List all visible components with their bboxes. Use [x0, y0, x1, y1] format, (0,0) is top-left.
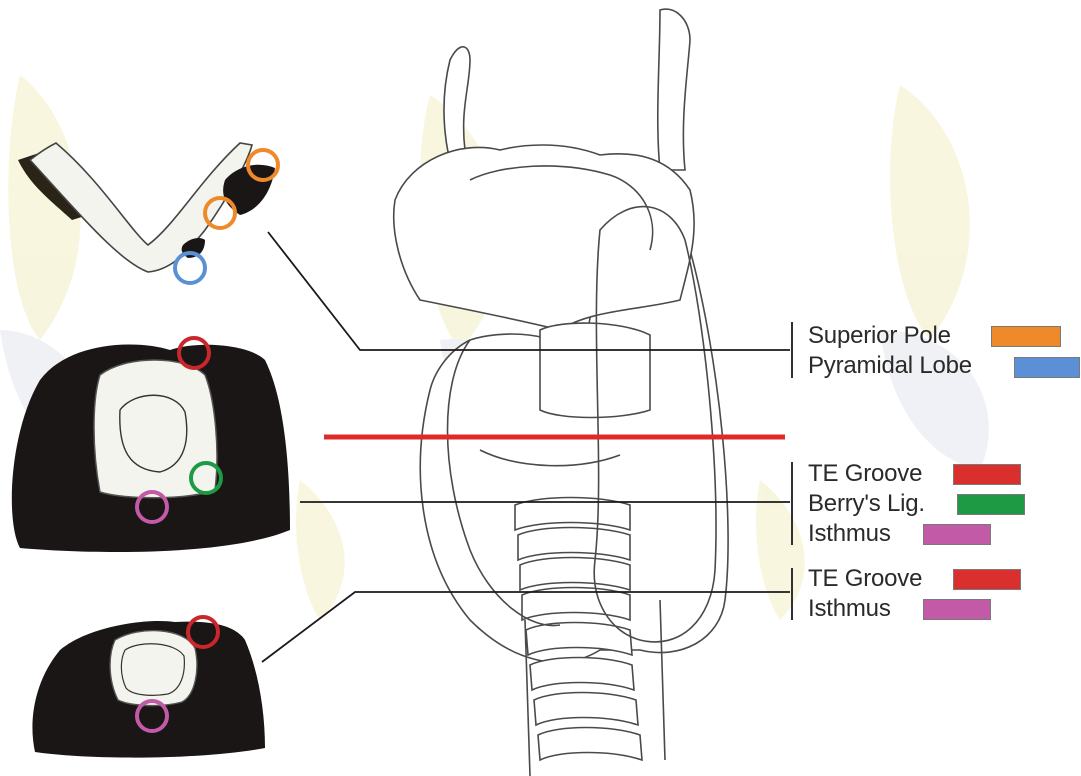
- legend-label-te-groove: TE Groove: [808, 460, 922, 488]
- cross-section-lower: [32, 617, 265, 758]
- legend-swatch-berrys-lig: [957, 494, 1025, 515]
- legend-swatch-pyramidal-lobe: [1014, 357, 1080, 378]
- legend-label-isthmus-lower: Isthmus: [808, 595, 891, 623]
- legend-label-superior-pole: Superior Pole: [808, 322, 951, 350]
- legend-swatch-te-groove: [953, 464, 1021, 485]
- legend-label-pyramidal-lobe: Pyramidal Lobe: [808, 352, 972, 380]
- cross-section-middle: [12, 338, 290, 552]
- tracheal-rings: [515, 498, 642, 761]
- larynx-thyroid-drawing: [394, 9, 728, 776]
- legend-label-berrys-lig: Berry's Lig.: [808, 490, 925, 518]
- legend-swatch-isthmus-lower: [923, 599, 991, 620]
- legend-swatch-isthmus: [923, 524, 991, 545]
- legend-swatch-te-groove-lower: [953, 569, 1021, 590]
- legend-swatch-superior-pole: [991, 326, 1061, 347]
- legend-label-te-groove-lower: TE Groove: [808, 565, 922, 593]
- legend-label-isthmus: Isthmus: [808, 520, 891, 548]
